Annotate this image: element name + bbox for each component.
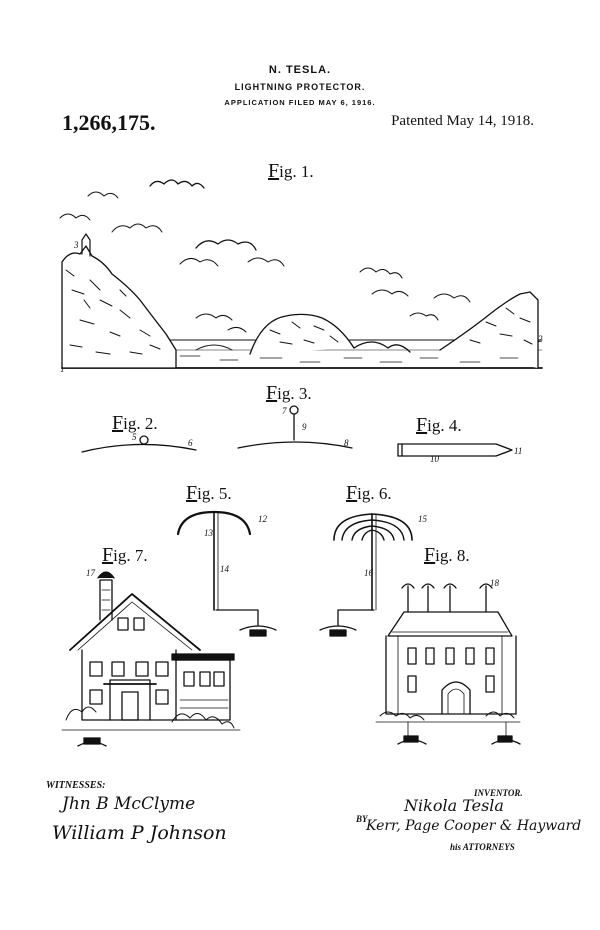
fig5-drawing [176, 510, 277, 637]
fig7-label: Fig. 7. [102, 544, 148, 566]
fig5-label: Fig. 5. [186, 482, 232, 504]
ref-15: 15 [418, 514, 427, 524]
inventor-signature: Nikola Tesla [404, 796, 504, 815]
fig2-drawing [81, 435, 197, 453]
ref-10: 10 [430, 454, 439, 464]
ref-13: 13 [204, 528, 213, 538]
attorney-signature: Kerr, Page Cooper & Hayward [366, 818, 582, 834]
by-label: BY [356, 814, 368, 824]
inventor-name: N. TESLA. [268, 64, 332, 76]
inventor-label: INVENTOR. [474, 788, 523, 798]
fig8-label: Fig. 8. [424, 544, 470, 566]
fig8-building [375, 583, 521, 745]
patent-title: LIGHTNING PROTECTOR. [234, 82, 366, 92]
ref-2: 2 [538, 334, 543, 344]
fig7-house [61, 571, 241, 747]
ref-5: 5 [132, 432, 137, 442]
ref-14: 14 [220, 564, 229, 574]
patent-date: Patented May 14, 1918. [391, 113, 534, 129]
witnesses-label: WITNESSES: [46, 780, 106, 791]
witness-signature-2: William P Johnson [52, 822, 227, 844]
attorneys-label: his ATTORNEYS [450, 842, 515, 852]
ref-6: 6 [188, 438, 193, 448]
ref-11: 11 [514, 446, 523, 456]
ref-3: 3 [74, 240, 79, 250]
fig2-label: Fig. 2. [112, 412, 158, 434]
witness-signature-1: Jhn B McClyme [62, 794, 196, 814]
ref-1: 1 [60, 364, 65, 374]
filing-date: APPLICATION FILED MAY 6, 1916. [224, 98, 376, 107]
ref-18: 18 [490, 578, 499, 588]
ref-7: 7 [282, 406, 287, 416]
fig3-drawing [237, 405, 353, 449]
fig3-label: Fig. 3. [266, 382, 312, 404]
patent-number: 1,266,175. [62, 110, 156, 135]
fig4-label: Fig. 4. [416, 414, 462, 436]
ref-17: 17 [86, 568, 95, 578]
ref-16: 16 [364, 568, 373, 578]
fig1-label: Fig. 1. [268, 160, 314, 182]
fig4-drawing [397, 443, 513, 457]
fig6-label: Fig. 6. [346, 482, 392, 504]
fig6-drawing [319, 513, 413, 637]
ref-8: 8 [344, 438, 349, 448]
ref-12: 12 [258, 514, 267, 524]
fig1-landscape [59, 179, 543, 369]
ref-9: 9 [302, 422, 307, 432]
